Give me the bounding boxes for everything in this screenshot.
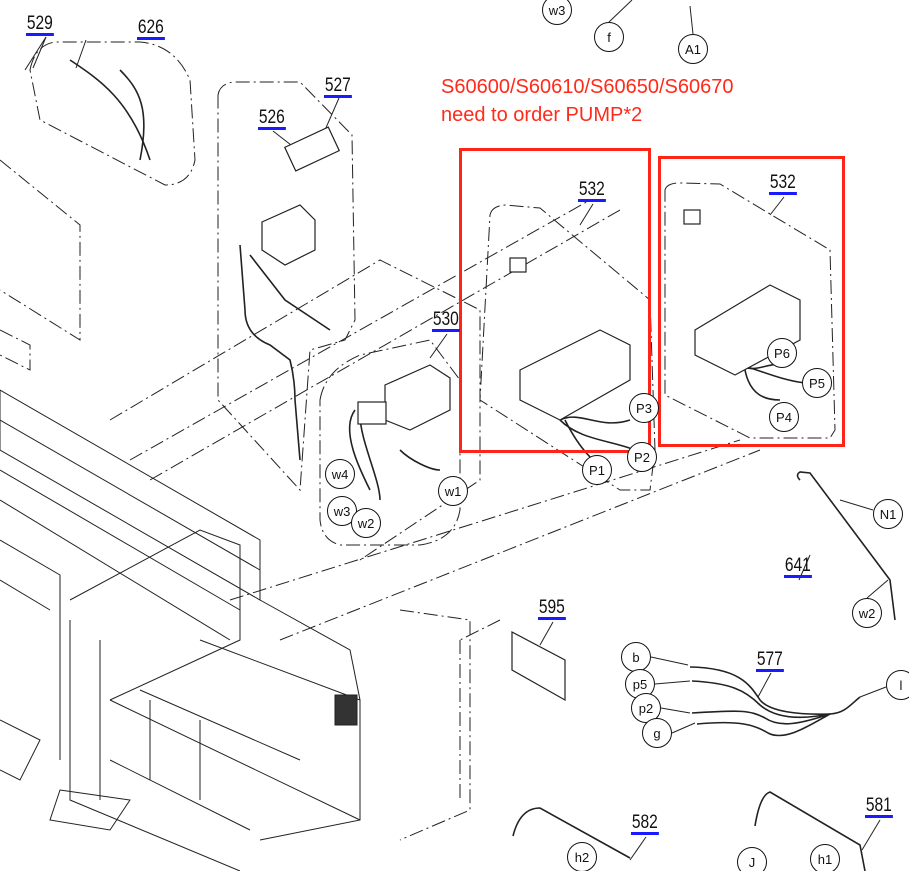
callout-b: b: [621, 642, 651, 672]
callout-N1: N1: [873, 499, 903, 529]
callout-w4: w4: [325, 459, 355, 489]
callout-P2: P2: [627, 442, 657, 472]
pump-highlight-box-2: [658, 156, 845, 447]
callout-A1: A1: [678, 34, 708, 64]
callout-P3: P3: [629, 393, 659, 423]
part-link-577[interactable]: 577: [756, 649, 784, 672]
callout-g: g: [642, 718, 672, 748]
part-link-582[interactable]: 582: [631, 812, 659, 835]
callout-w2-right: w2: [852, 598, 882, 628]
part-link-532-pump-1[interactable]: 532: [578, 179, 606, 202]
pump-highlight-box-1: [459, 148, 651, 453]
callout-J: J: [737, 847, 767, 871]
printer-chassis: [0, 389, 361, 871]
callout-h1: h1: [810, 844, 840, 871]
part-link-641[interactable]: 641: [784, 555, 812, 578]
callout-h2: h2: [567, 842, 597, 871]
callout-P1: P1: [582, 455, 612, 485]
callout-P6: P6: [767, 338, 797, 368]
callout-f: f: [594, 22, 624, 52]
order-note-instruction: need to order PUMP*2: [441, 104, 643, 126]
callout-w3-top: w3: [542, 0, 572, 25]
part-link-581[interactable]: 581: [865, 795, 893, 818]
part-link-529[interactable]: 529: [26, 13, 54, 36]
callout-l: l: [886, 670, 909, 700]
part-link-626[interactable]: 626: [137, 17, 165, 40]
order-note-models: S60600/S60610/S60650/S60670: [441, 76, 734, 98]
part-link-526[interactable]: 526: [258, 107, 286, 130]
callout-w1: w1: [438, 476, 468, 506]
part-link-530[interactable]: 530: [432, 309, 460, 332]
cables: [69, 59, 896, 871]
part-link-527[interactable]: 527: [324, 75, 352, 98]
callout-w2: w2: [351, 508, 381, 538]
group-outlines: [0, 41, 836, 841]
part-link-595[interactable]: 595: [538, 597, 566, 620]
callout-P5: P5: [802, 368, 832, 398]
callout-P4: P4: [769, 402, 799, 432]
callout-p2: p2: [631, 693, 661, 723]
part-link-532-pump-2[interactable]: 532: [769, 172, 797, 195]
